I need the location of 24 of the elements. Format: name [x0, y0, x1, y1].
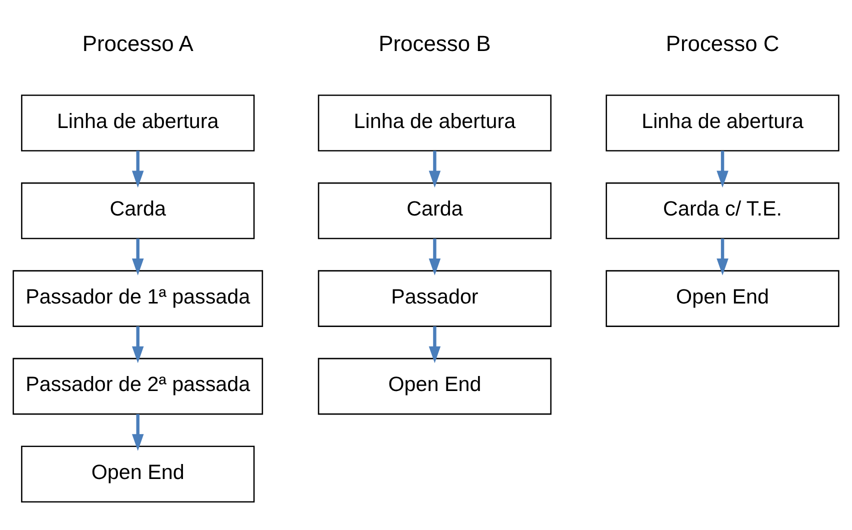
label: Processo C [666, 30, 780, 56]
node-box: Carda [318, 182, 552, 240]
arrow [716, 238, 728, 276]
arrow [132, 238, 144, 276]
node-box: Carda [21, 182, 255, 240]
label: Processo B [378, 30, 491, 56]
node-box: Passador de 1ª passada [12, 270, 264, 327]
node-box: Passador [318, 270, 552, 327]
arrow [428, 326, 441, 364]
arrow [132, 150, 144, 188]
node-box: Linha de abertura [318, 94, 552, 152]
arrow [132, 326, 144, 364]
node-box: Linha de abertura [21, 94, 255, 152]
arrow [132, 414, 144, 451]
label: Processo A [82, 30, 194, 56]
arrow [428, 238, 441, 276]
node-box: Passador de 2ª passada [12, 358, 264, 415]
arrow [716, 150, 728, 188]
arrow [428, 150, 441, 188]
node-box: Linha de abertura [606, 94, 840, 152]
node-box: Open End [606, 270, 840, 327]
node-box: Carda c/ T.E. [606, 182, 840, 240]
node-box: Open End [318, 358, 552, 415]
node-box: Open End [21, 446, 255, 502]
